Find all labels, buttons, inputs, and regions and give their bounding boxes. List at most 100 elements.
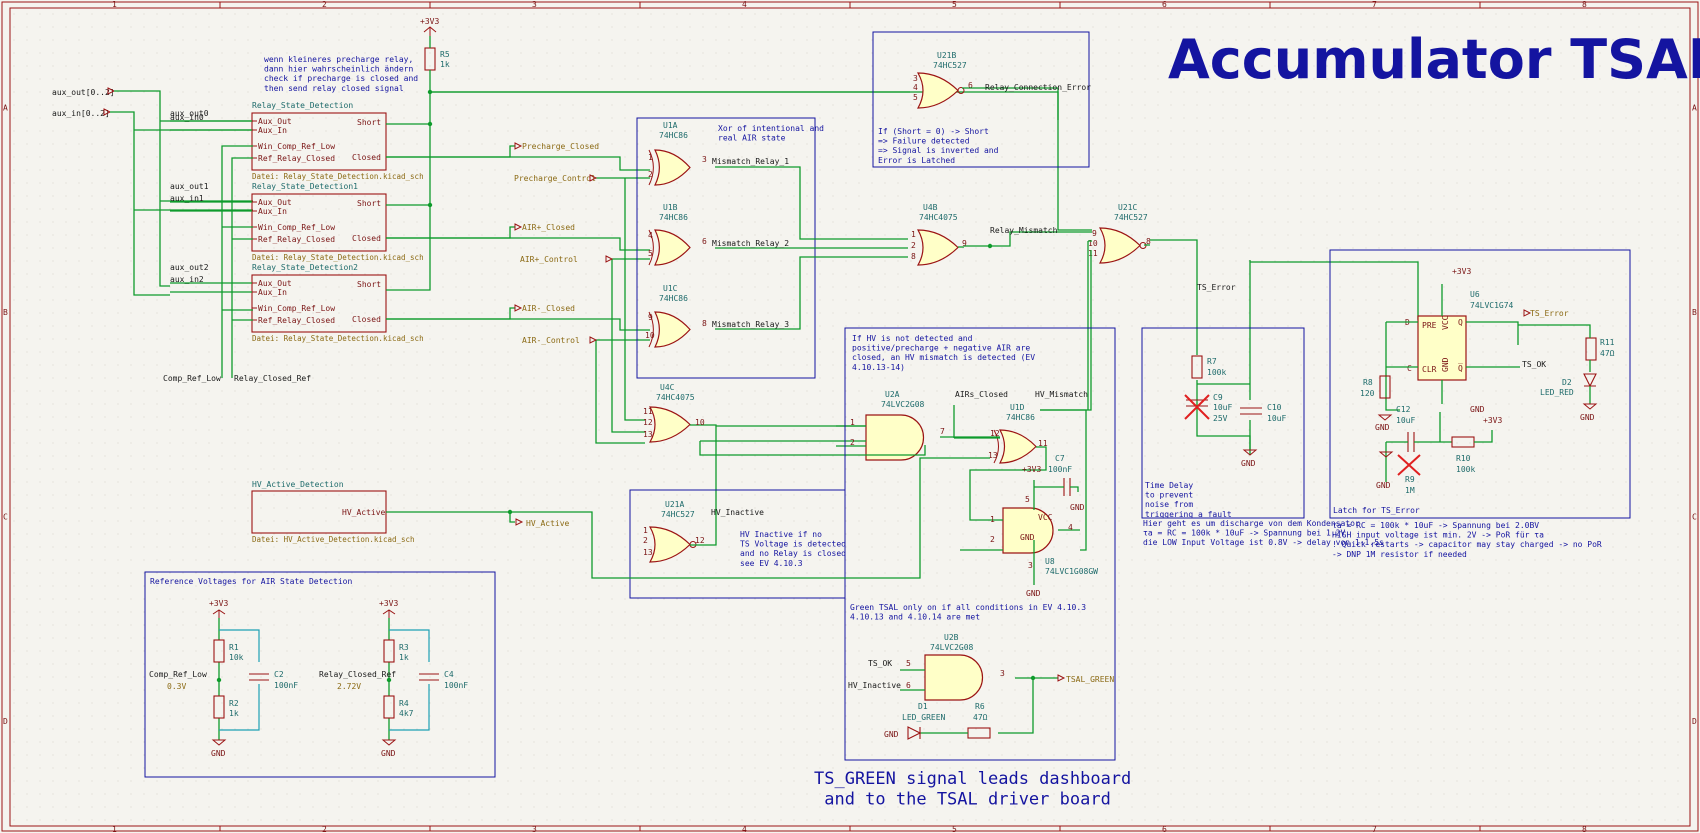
aux-in-label: aux_in[0..2]: [52, 109, 110, 118]
pin-number: 13: [643, 548, 653, 557]
net-aux-in: aux_in2: [170, 275, 204, 284]
svg-text:HV_Active_Detection: HV_Active_Detection: [252, 480, 344, 489]
pin-number: 12: [695, 536, 705, 545]
svg-text:C: C: [1407, 364, 1412, 373]
pin-number: 5: [906, 659, 911, 668]
frame-row-letter: A: [1692, 103, 1697, 112]
gate-value: 74HC527: [933, 61, 967, 70]
frame-row-letter: C: [1692, 512, 1697, 521]
resistor-value: 10k: [229, 653, 244, 662]
svg-text:GND: GND: [1580, 413, 1595, 422]
hv-active-sheet: HV_Active_Detection HV_Active Datei: HV_…: [251, 457, 990, 579]
svg-text:C9: C9: [1213, 393, 1223, 402]
svg-text:AIR+_Control: AIR+_Control: [520, 255, 578, 264]
hier-label: AIR-_Closed: [522, 304, 575, 313]
relay-state-sheet: Relay_State_Detection1Aux_OutAux_InWin_C…: [170, 182, 424, 262]
r11-d2: R11 47Ω D2 LED_RED GND: [1518, 324, 1615, 422]
pin-number: 2: [850, 438, 855, 447]
frame-col-number: 7: [1372, 0, 1377, 9]
svg-text:U2B: U2B: [944, 633, 959, 642]
ref-net-name: Comp_Ref_Low: [149, 670, 207, 679]
gate-value: 74HC4075: [919, 213, 958, 222]
sheet-pin-label: Ref_Relay_Closed: [258, 235, 335, 244]
frame-col-number: 5: [952, 825, 957, 833]
relay-state-sheet: Relay_State_DetectionAux_OutAux_InWin_Co…: [170, 101, 424, 181]
pin-number: 9: [648, 313, 653, 322]
svg-text:HV_Inactive: HV_Inactive: [848, 681, 901, 690]
frame-row-letter: C: [3, 512, 8, 521]
svg-text:Datei: HV_Active_Detection.kic: Datei: HV_Active_Detection.kicad_sch: [252, 535, 415, 544]
frame-col-number: 5: [952, 0, 957, 9]
gate-ref: U1A: [663, 121, 678, 130]
svg-text:GND: GND: [1070, 503, 1085, 512]
gate-value: 74HC527: [1114, 213, 1148, 222]
sheet-title: Accumulator TSAL: [1168, 28, 1700, 91]
svg-text:HV_Active: HV_Active: [526, 519, 570, 528]
ref-voltage: 2.72V: [337, 682, 361, 691]
svg-text:10uF: 10uF: [1267, 414, 1286, 423]
c10-group: C10 10uF GND: [1240, 403, 1286, 468]
svg-text:TS_Error: TS_Error: [1530, 309, 1569, 318]
gate-value: 74HC86: [659, 131, 688, 140]
frame-col-number: 6: [1162, 0, 1167, 9]
gate-value: 74LVC2G08: [881, 400, 925, 409]
sheet-pin-label: Ref_Relay_Closed: [258, 316, 335, 325]
resistor-ref: R1: [229, 643, 239, 652]
u2b-group: U2B 74LVC2G08 TS_OK HV_Inactive TSAL_GRE…: [848, 633, 1114, 740]
svg-text:TSAL_GREEN: TSAL_GREEN: [1066, 675, 1114, 684]
svg-text:AIRs_Closed: AIRs_Closed: [955, 390, 1008, 399]
ts-green-note: TS_GREEN signal leads dashboard and to t…: [814, 769, 1131, 809]
logic-gate: [916, 229, 959, 266]
gate-ref: U4B: [923, 203, 938, 212]
svg-text:R10: R10: [1456, 454, 1471, 463]
relay-state-sheet: Relay_State_Detection2Aux_OutAux_InWin_C…: [170, 263, 424, 343]
sheet-file: Datei: Relay_State_Detection.kicad_sch: [252, 334, 424, 343]
ref-net-name: Relay_Closed_Ref: [319, 670, 396, 679]
frame-col-number: 2: [322, 0, 327, 9]
resistor-value: 4k7: [399, 709, 414, 718]
svg-text:GND: GND: [884, 730, 899, 739]
resistor-ref: R2: [229, 699, 239, 708]
c9-dnp: C9 10uF 25V: [1184, 393, 1232, 423]
frame-col-number: 4: [742, 825, 747, 833]
svg-text:VCC: VCC: [1441, 315, 1450, 330]
short-note-box: [872, 31, 1090, 168]
svg-text:LED_RED: LED_RED: [1540, 388, 1574, 397]
sheet-name: Relay_State_Detection: [252, 101, 353, 110]
ref-voltage-box: [144, 571, 496, 778]
pin-number: 10: [1088, 239, 1098, 248]
sheet-name: Relay_State_Detection1: [252, 182, 358, 191]
svg-text:+3V3: +3V3: [1483, 416, 1502, 425]
pin-number: 1: [911, 230, 916, 239]
svg-text:47Ω: 47Ω: [973, 713, 988, 722]
svg-text:D2: D2: [1562, 378, 1572, 387]
pin-number: 2: [911, 241, 916, 250]
svg-text:AIR-_Control: AIR-_Control: [522, 336, 580, 345]
svg-text:+3V3: +3V3: [1452, 267, 1471, 276]
frame-col-number: 2: [322, 825, 327, 833]
net-relay-closed-ref: Relay_Closed_Ref: [234, 374, 311, 383]
svg-text:100k: 100k: [1456, 465, 1475, 474]
sheet-pin-short: Short: [357, 280, 381, 289]
svg-text:Relay_Connection_Error: Relay_Connection_Error: [985, 83, 1091, 92]
frame-col-number: 3: [532, 825, 537, 833]
sheet-pin-closed: Closed: [352, 315, 381, 324]
logic-gate: [648, 311, 691, 348]
svg-text:25V: 25V: [1213, 414, 1228, 423]
cap-ref: C2: [274, 670, 284, 679]
sheet-pin-closed: Closed: [352, 234, 381, 243]
sheet-pin-label: Win_Comp_Ref_Low: [258, 304, 335, 313]
pin-number: 10: [695, 418, 705, 427]
resistor-ref: R3: [399, 643, 409, 652]
sheet-file: Datei: Relay_State_Detection.kicad_sch: [252, 172, 424, 181]
u8-c7: C7 100nF +3V3 GND U8 74LVC1G08GW GND: [1022, 454, 1098, 598]
gate-ref: U2A: [885, 390, 900, 399]
resistor-value: 1k: [399, 653, 409, 662]
latch-box: [1329, 249, 1631, 519]
svg-text:R7: R7: [1207, 357, 1217, 366]
time-delay-box: [1141, 327, 1305, 519]
svg-text:GND: GND: [1375, 423, 1390, 432]
pin-number: 2: [990, 535, 995, 544]
